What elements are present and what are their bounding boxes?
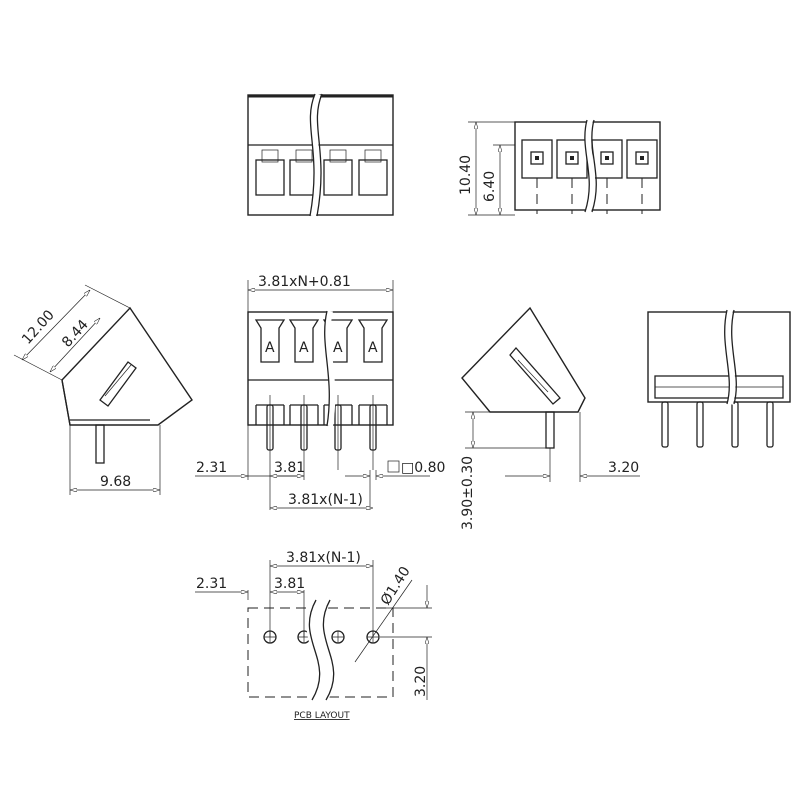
pcb-dim-row-offset: 3.20 bbox=[413, 666, 429, 697]
rear-view-screw-center bbox=[570, 156, 574, 160]
rear-view-screw-center bbox=[605, 156, 609, 160]
back-view-pin bbox=[696, 401, 704, 448]
dim-height-total: 10.40 bbox=[458, 155, 474, 195]
rear-view: 10.40 6.40 bbox=[458, 119, 661, 216]
rear-view-screw bbox=[530, 151, 544, 165]
dim-pin-length: 3.90±0.30 bbox=[460, 456, 476, 530]
dim-side-depth: 9.68 bbox=[100, 474, 131, 490]
pcb-dim-hole-diameter: Ø1.40 bbox=[378, 564, 414, 608]
top-view-latch bbox=[295, 149, 313, 163]
dim-edge-offset: 2.31 bbox=[196, 460, 227, 476]
dim-diag-outer: 12.00 bbox=[19, 307, 58, 348]
rear-view-screw-center bbox=[640, 156, 644, 160]
back-view-pin bbox=[661, 401, 669, 448]
pcb-dim-pitch: 3.81 bbox=[274, 576, 305, 592]
dim-pin-offset: 3.20 bbox=[608, 460, 639, 476]
back-view-pin bbox=[766, 401, 774, 448]
front-view-opening bbox=[254, 319, 286, 363]
rear-view-screw bbox=[565, 151, 579, 165]
pcb-layout: 3.81x(N-1) 2.31 3.81 Ø1.40 3.20 PCB LAYO… bbox=[195, 550, 432, 721]
rear-view-screw bbox=[600, 151, 614, 165]
rear-view-screw bbox=[635, 151, 649, 165]
top-view bbox=[247, 92, 394, 217]
dim-pitch-span: 3.81x(N-1) bbox=[288, 492, 363, 508]
pin-marker: A bbox=[368, 340, 378, 356]
top-view-latch bbox=[261, 149, 279, 163]
front-view-opening bbox=[288, 319, 320, 363]
top-view-latch bbox=[329, 149, 347, 163]
pcb-hole-cross bbox=[332, 631, 344, 643]
left-side-view: 9.68 12.00 8.44 bbox=[13, 284, 193, 495]
pcb-dim-edge-offset: 2.31 bbox=[196, 576, 227, 592]
back-view bbox=[647, 309, 791, 448]
front-view-opening bbox=[357, 319, 389, 363]
pin-marker: A bbox=[333, 340, 343, 356]
pcb-dim-pitch-span: 3.81x(N-1) bbox=[286, 550, 361, 566]
right-side-view: 3.90±0.30 3.20 bbox=[460, 306, 640, 530]
top-view-slot bbox=[255, 159, 285, 196]
rear-view-screw-center bbox=[535, 156, 539, 160]
dim-pin-square: □0.80 bbox=[401, 460, 445, 476]
dim-diag-inner: 8.44 bbox=[59, 317, 92, 351]
dim-overall-width: 3.81xN+0.81 bbox=[258, 274, 351, 290]
top-view-slot bbox=[358, 159, 388, 196]
back-view-pin bbox=[731, 401, 739, 448]
top-view-latch bbox=[364, 149, 382, 163]
pin-marker: A bbox=[265, 340, 275, 356]
pcb-layout-caption: PCB LAYOUT bbox=[294, 711, 350, 721]
top-view-slot bbox=[323, 159, 353, 196]
pin-marker: A bbox=[299, 340, 309, 356]
dim-pitch: 3.81 bbox=[274, 460, 305, 476]
dim-height-inner: 6.40 bbox=[482, 171, 498, 202]
front-view: A A A A 3.81xN+0.81 2.31 3.81 □0.80 3.81x(N… bbox=[195, 274, 445, 510]
